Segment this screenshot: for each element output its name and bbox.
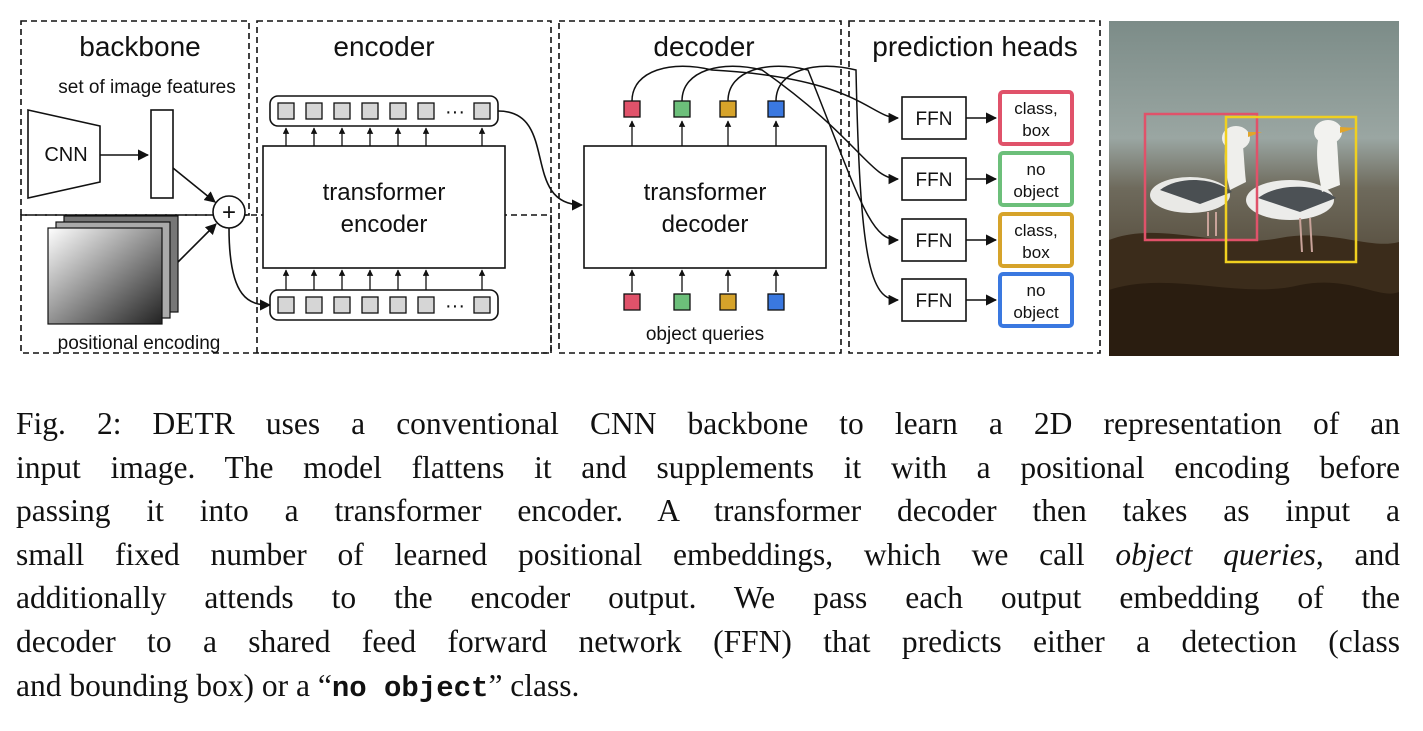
image-features-label: set of image features xyxy=(58,77,235,98)
object-query-embedding xyxy=(623,293,641,311)
object-query-embedding xyxy=(767,293,785,311)
caption-line-7: and bounding box) or a “no object” class… xyxy=(16,664,1400,711)
prediction-line-1: no xyxy=(1027,281,1046,300)
architecture-diagram: backbone encoder decoder prediction head… xyxy=(20,20,1399,356)
transformer-encoder-block xyxy=(262,145,506,269)
prediction-output-box xyxy=(998,212,1074,268)
encoder-output-token xyxy=(361,102,379,120)
decoder-output-embedding xyxy=(719,100,737,118)
prediction-heads: FFNclass,boxFFNnoobjectFFNclass,boxFFNno… xyxy=(631,65,1074,328)
encoder-token-cells xyxy=(277,102,491,314)
encoder-output-token xyxy=(417,102,435,120)
encoder-input-token xyxy=(361,296,379,314)
positional-encoding-stack xyxy=(47,215,179,325)
ffn-label: FFN xyxy=(916,291,953,312)
encoder-block-line2: encoder xyxy=(341,211,428,238)
cnn-label: CNN xyxy=(44,144,87,166)
decoder-block-line1: transformer xyxy=(644,179,767,206)
prediction-line-2: box xyxy=(1022,121,1050,140)
object-queries-label: object queries xyxy=(646,324,764,345)
encoder-input-token xyxy=(389,296,407,314)
encoder-output-token xyxy=(473,102,491,120)
object-query-embedding xyxy=(673,293,691,311)
decoder-block-line2: decoder xyxy=(662,211,749,238)
embedding-to-ffn-arrow xyxy=(631,65,900,124)
prediction-line-1: no xyxy=(1027,160,1046,179)
embedding-to-ffn-arrow xyxy=(681,65,900,185)
prediction-line-2: object xyxy=(1013,303,1059,322)
encoder-output-token xyxy=(305,102,323,120)
pe-to-plus-arrow xyxy=(177,223,217,263)
caption-line-2: input image. The model flattens it and s… xyxy=(16,449,1400,485)
prediction-output-box xyxy=(998,272,1074,328)
decoder-query-cells xyxy=(623,100,785,311)
prediction-line-1: class, xyxy=(1014,221,1057,240)
detection-photo xyxy=(1109,21,1399,356)
encoder-block-line1: transformer xyxy=(323,179,446,206)
cnn-trapezoid xyxy=(27,109,101,199)
decoder-output-embedding xyxy=(767,100,785,118)
encoder-input-tokens xyxy=(269,289,499,321)
ffn-label: FFN xyxy=(916,231,953,252)
object-query-embedding xyxy=(719,293,737,311)
encoder-frame xyxy=(256,20,552,354)
caption-line-4a: small fixed number of learned positional… xyxy=(16,536,1116,572)
prediction-line-2: object xyxy=(1013,182,1059,201)
ffn-box xyxy=(901,157,967,201)
caption-line-4c: , and xyxy=(1315,536,1401,572)
caption-line-3: passing it into a transformer encoder. A… xyxy=(16,493,1400,529)
detection-box-yellow xyxy=(1224,115,1358,264)
caption-no-object: no object xyxy=(331,671,489,705)
decoder-output-embedding xyxy=(673,100,691,118)
features-to-plus-arrow xyxy=(172,167,216,203)
decoder-frame xyxy=(558,20,842,354)
encoder-input-token xyxy=(417,296,435,314)
prediction-line-2: box xyxy=(1022,243,1050,262)
encoder-output-token xyxy=(333,102,351,120)
prediction-line-1: class, xyxy=(1014,99,1057,118)
encoder-input-token xyxy=(473,296,491,314)
prediction-heads-frame xyxy=(848,20,1101,354)
encoder-top-ellipsis: ··· xyxy=(445,101,465,123)
ffn-label: FFN xyxy=(916,109,953,130)
encoder-output-token xyxy=(389,102,407,120)
embedding-to-ffn-arrow xyxy=(727,65,900,246)
caption-line-5: additionally attends to the encoder outp… xyxy=(16,580,1400,616)
caption-object-queries: object queries xyxy=(1115,536,1316,572)
encoder-arrows xyxy=(282,127,486,290)
encoder-input-token xyxy=(305,296,323,314)
plus-to-encoder-arrow xyxy=(228,227,272,311)
detr-architecture-figure: backbone encoder decoder prediction head… xyxy=(20,20,1399,356)
transformer-decoder-block xyxy=(583,145,827,269)
positional-encoding-label: positional encoding xyxy=(58,333,221,354)
decoder-output-embedding xyxy=(623,100,641,118)
image-features-bar xyxy=(150,109,174,199)
encoder-bottom-ellipsis: ··· xyxy=(445,295,465,317)
caption-line-6: decoder to a shared feed forward network… xyxy=(16,623,1400,659)
encoder-to-decoder-arrow xyxy=(497,110,584,211)
encoder-title: encoder xyxy=(333,31,434,62)
prediction-output-box xyxy=(998,151,1074,207)
embedding-to-ffn-arrow xyxy=(775,65,900,306)
caption-line-7a: and bounding box) or a “ xyxy=(16,667,332,703)
prediction-heads-title: prediction heads xyxy=(872,31,1077,62)
plus-symbol: + xyxy=(222,199,236,226)
ffn-label: FFN xyxy=(916,170,953,191)
caption-line-7c: ” class. xyxy=(488,667,580,703)
encoder-input-token xyxy=(333,296,351,314)
encoder-input-token xyxy=(277,296,295,314)
decoder-title: decoder xyxy=(653,31,754,62)
prediction-output-box xyxy=(998,90,1074,146)
figure-caption: Fig. 2: DETR uses a conventional CNN bac… xyxy=(16,402,1400,710)
caption-line-1: Fig. 2: DETR uses a conventional CNN bac… xyxy=(16,406,1400,441)
encoder-output-token xyxy=(277,102,295,120)
ffn-box xyxy=(901,278,967,322)
detection-box-red xyxy=(1143,112,1259,242)
backbone-title: backbone xyxy=(79,31,200,62)
caption-line-4: small fixed number of learned positional… xyxy=(16,533,1400,577)
